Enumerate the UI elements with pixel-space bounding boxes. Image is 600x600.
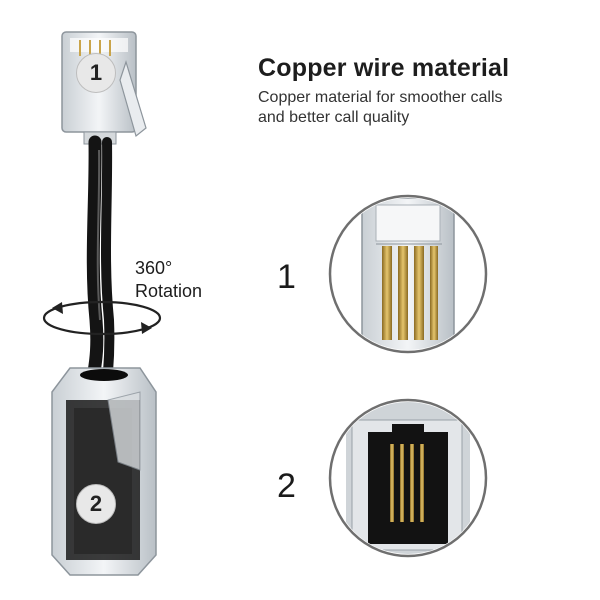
- cable: [86, 135, 115, 379]
- feature-title: Copper wire material: [258, 54, 510, 82]
- feature-description: Copper material for smoother calls and b…: [258, 88, 503, 128]
- detail-number-1: 1: [277, 258, 296, 296]
- rotation-arrow-icon: [42, 300, 162, 336]
- connector-badge-2: 2: [76, 484, 116, 524]
- detail-number-2: 2: [277, 467, 296, 505]
- rotation-label: 360° Rotation: [135, 257, 202, 303]
- bottom-connector: [51, 367, 157, 576]
- connector-badge-1: 1: [76, 53, 116, 93]
- feature-description-line-2: and better call quality: [258, 109, 410, 126]
- detail-circle-jack: [328, 398, 488, 558]
- rotation-word: Rotation: [135, 281, 203, 301]
- rotation-degrees: 360°: [135, 258, 173, 278]
- feature-description-line-1: Copper material for smoother calls: [258, 89, 503, 106]
- detail-circle-plug: [328, 194, 488, 354]
